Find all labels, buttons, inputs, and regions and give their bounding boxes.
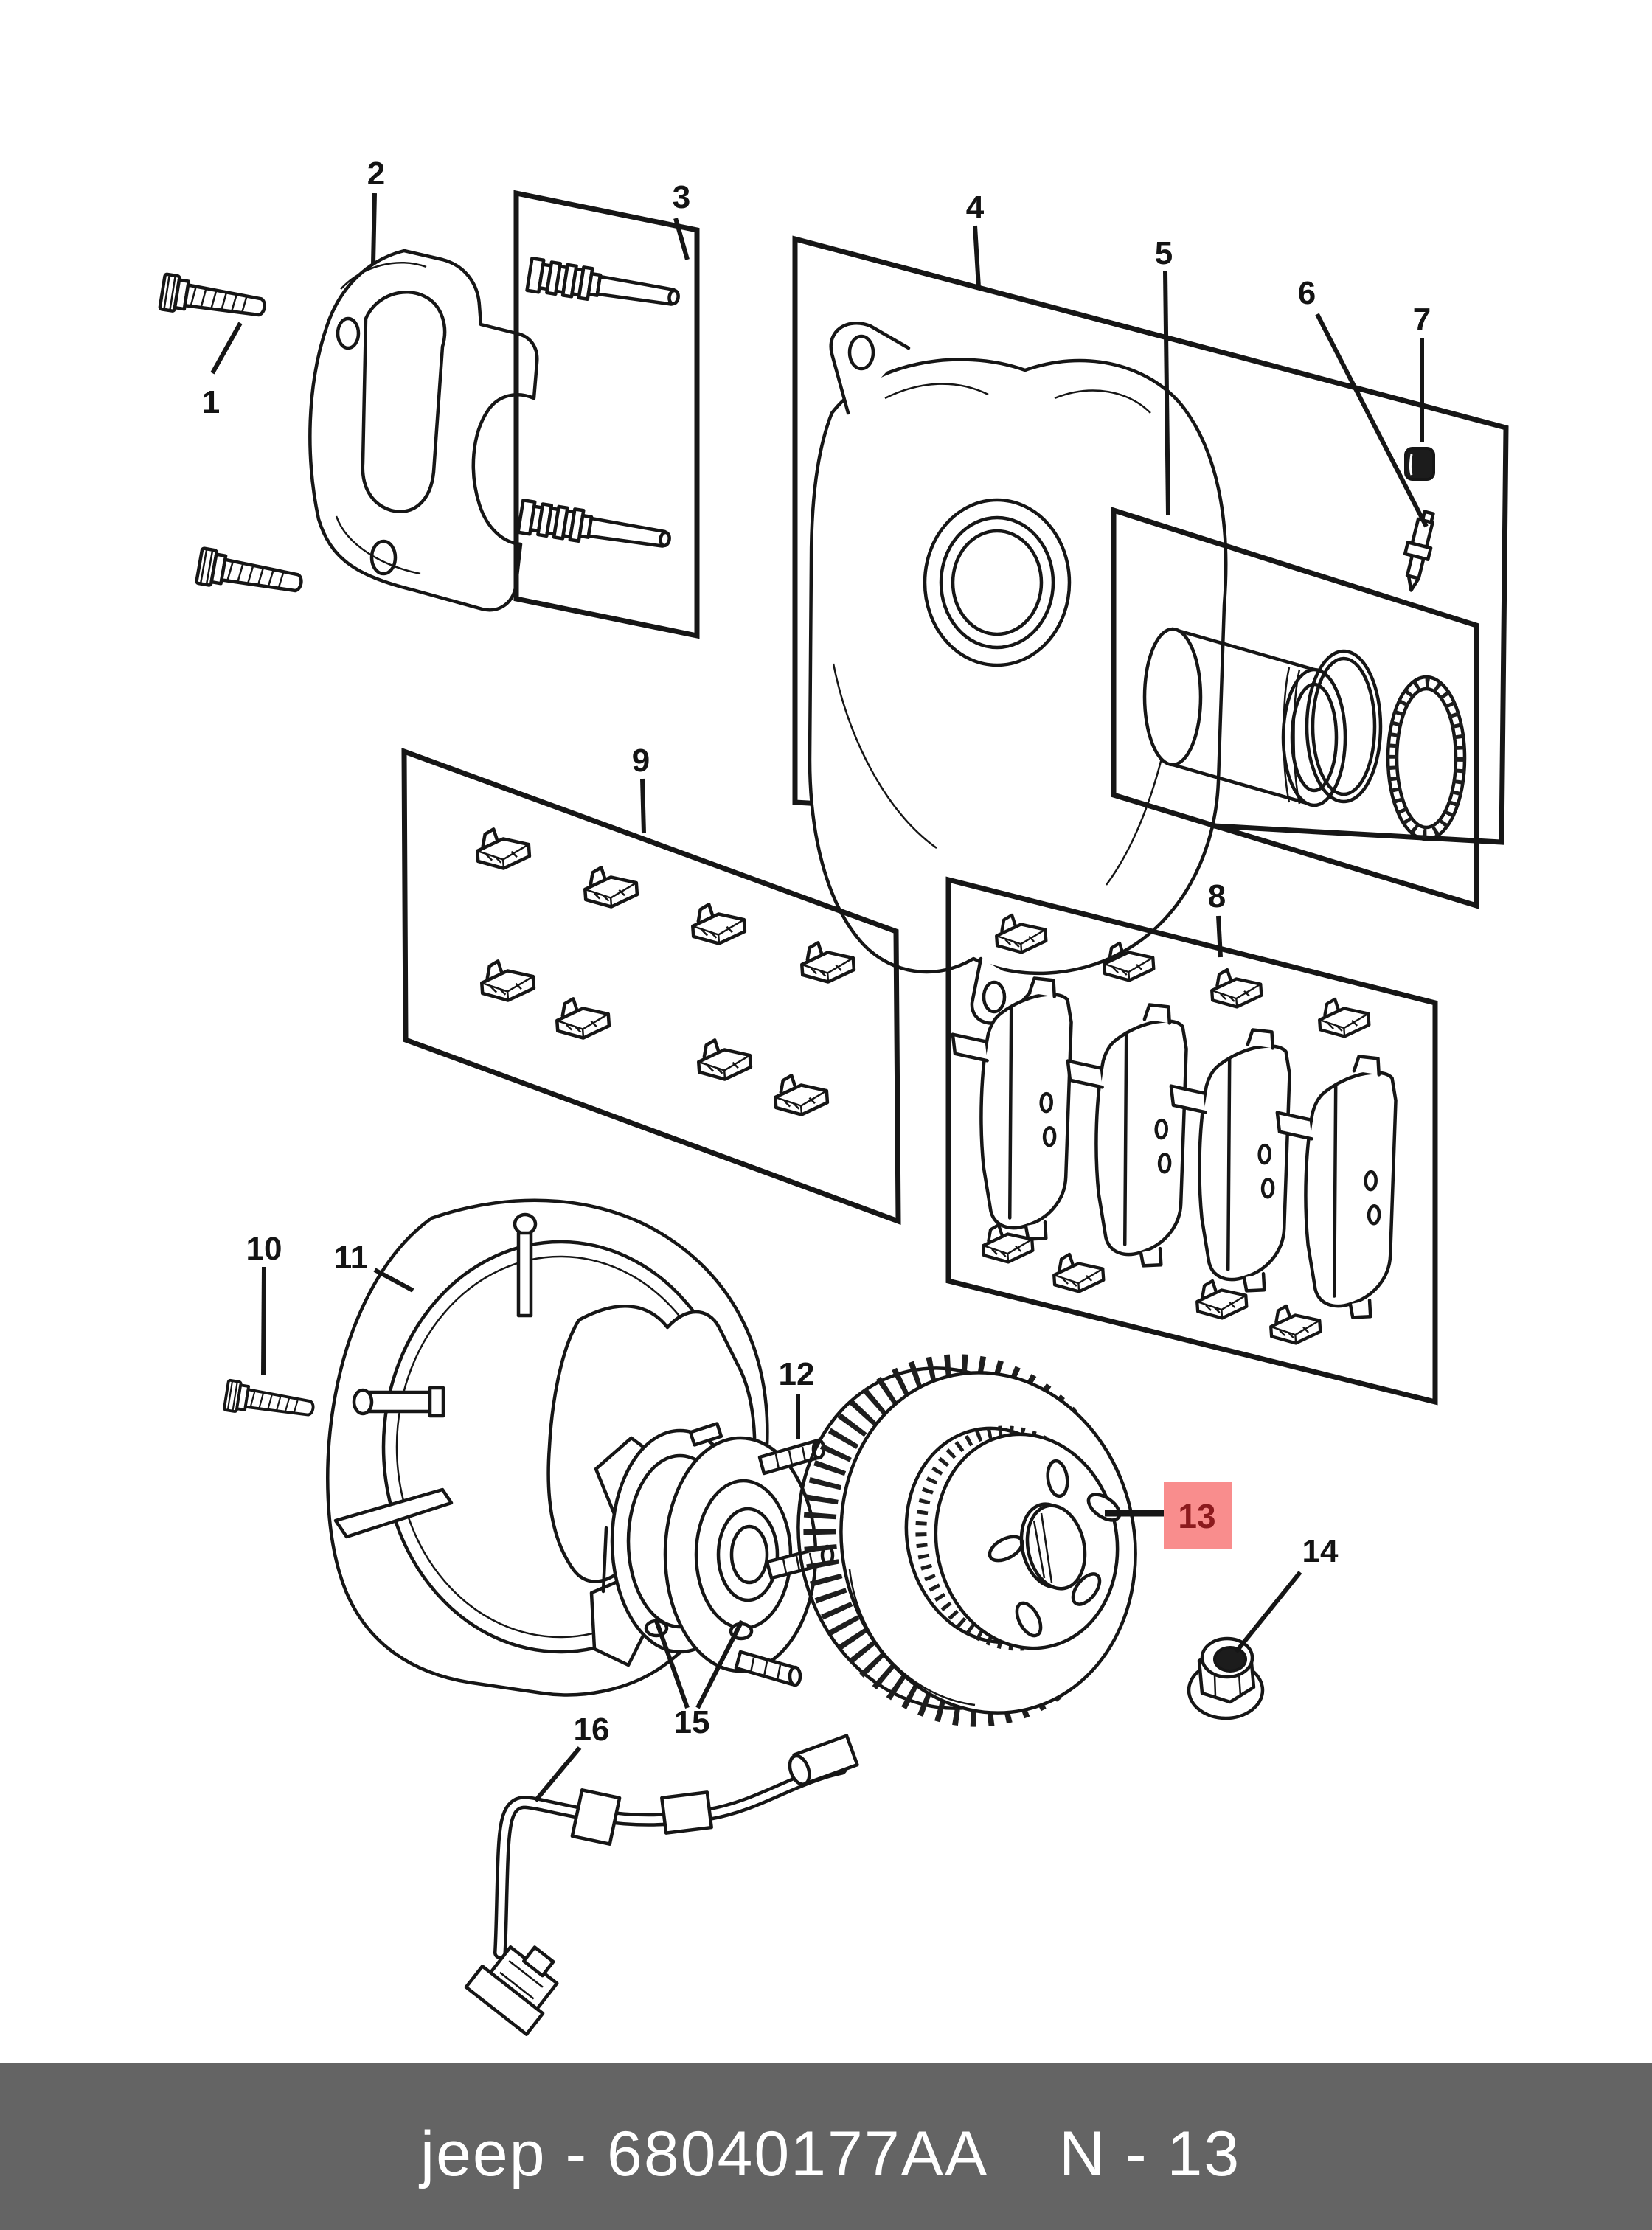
callout-2-label[interactable]: 2 [367, 156, 385, 192]
callout-16: 16 [533, 1712, 610, 1802]
callout-13-highlight-box[interactable] [1164, 1482, 1232, 1549]
callout-3: 3 [673, 179, 690, 260]
part-number: 68040177AA [607, 2119, 988, 2189]
callout-3-label[interactable]: 3 [673, 179, 690, 215]
callout-13-highlighted: 13 [1105, 1482, 1232, 1549]
part-8-brake-pad-kit [945, 876, 1438, 1406]
callout-7-label[interactable]: 7 [1413, 302, 1431, 338]
callout-8: 8 [1208, 878, 1226, 958]
part-14-flange-nut [1187, 1636, 1265, 1720]
callout-12-label[interactable]: 12 [779, 1356, 815, 1392]
part-6-bleeder-screw [1403, 510, 1435, 592]
callout-5: 5 [1155, 235, 1173, 515]
callout-14-label[interactable]: 14 [1302, 1533, 1339, 1569]
callout-6: 6 [1298, 275, 1429, 528]
footer-separator: - [546, 2119, 607, 2189]
part-10-shield-bolt [222, 1378, 317, 1425]
footer-page-code-text: N - 13 [1059, 2119, 1240, 2189]
callout-1-label[interactable]: 1 [202, 384, 220, 420]
callout-4-label[interactable]: 4 [966, 190, 985, 226]
part-13-brake-rotor [796, 1354, 1137, 1727]
callouts-layer: 1 2 3 4 5 6 7 8 [202, 156, 1431, 1802]
piston-seal-illustration [1305, 649, 1383, 804]
callout-1: 1 [202, 322, 243, 420]
callout-13-label[interactable]: 13 [1178, 1497, 1215, 1535]
callout-4: 4 [966, 190, 985, 288]
callout-14: 14 [1234, 1533, 1339, 1653]
footer-background [0, 2063, 1652, 2230]
part-4-caliper-box [792, 235, 1509, 1025]
footer-part-number-text: jeep - 68040177AA [418, 2119, 988, 2189]
callout-15: 15 [654, 1619, 744, 1740]
callout-7: 7 [1413, 302, 1431, 442]
part-9-clip-kit [401, 747, 901, 1226]
callout-9-label[interactable]: 9 [632, 743, 650, 779]
callout-12: 12 [779, 1356, 815, 1439]
part-1-mounting-bolts [159, 274, 304, 600]
part-7-bleeder-cap [1404, 447, 1435, 481]
brand-wordmark: jeep [418, 2119, 546, 2189]
callout-8-label[interactable]: 8 [1208, 878, 1226, 914]
callout-2: 2 [367, 156, 385, 265]
callout-10-label[interactable]: 10 [246, 1231, 282, 1267]
part-16-abs-sensor-wire [464, 1734, 859, 2036]
dust-boot-illustration [1386, 675, 1467, 841]
callout-6-label[interactable]: 6 [1298, 275, 1316, 311]
page-code: N - 13 [1059, 2119, 1240, 2189]
footer-bar: jeep - 68040177AA N - 13 [0, 2063, 1652, 2230]
part-3-guide-pin-kit [513, 190, 700, 639]
wheel-stud [734, 1650, 802, 1687]
part-12-hub-bearing [589, 1422, 835, 1687]
callout-9: 9 [632, 743, 650, 834]
callout-10: 10 [246, 1231, 282, 1375]
part-5-piston-seal-kit [1111, 507, 1479, 909]
callout-15-label[interactable]: 15 [674, 1704, 710, 1740]
callout-11-label[interactable]: 11 [334, 1240, 369, 1276]
callout-16-label[interactable]: 16 [574, 1712, 610, 1748]
callout-11: 11 [334, 1240, 414, 1293]
callout-5-label[interactable]: 5 [1155, 235, 1173, 271]
part-2-caliper-adapter [308, 249, 539, 612]
